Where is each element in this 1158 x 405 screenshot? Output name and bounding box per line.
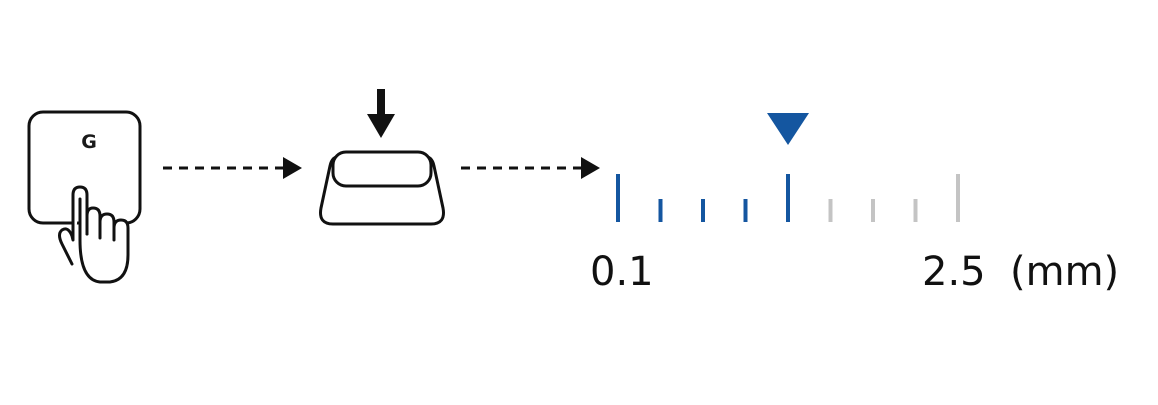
dashed-arrow-icon [461,157,600,179]
triangle-marker-icon [767,113,809,145]
actuation-scale [616,174,960,222]
dashed-arrow-icon [163,157,302,179]
keycap-press-icon [319,150,445,226]
scale-min-label: 0.1 [590,249,654,295]
scale-max-label: 2.5 [922,249,986,295]
down-arrow-icon [367,89,395,138]
finger-press-key-icon: G [27,110,142,284]
scale-unit-label: (mm) [1010,249,1119,295]
key-letter: G [81,131,97,153]
